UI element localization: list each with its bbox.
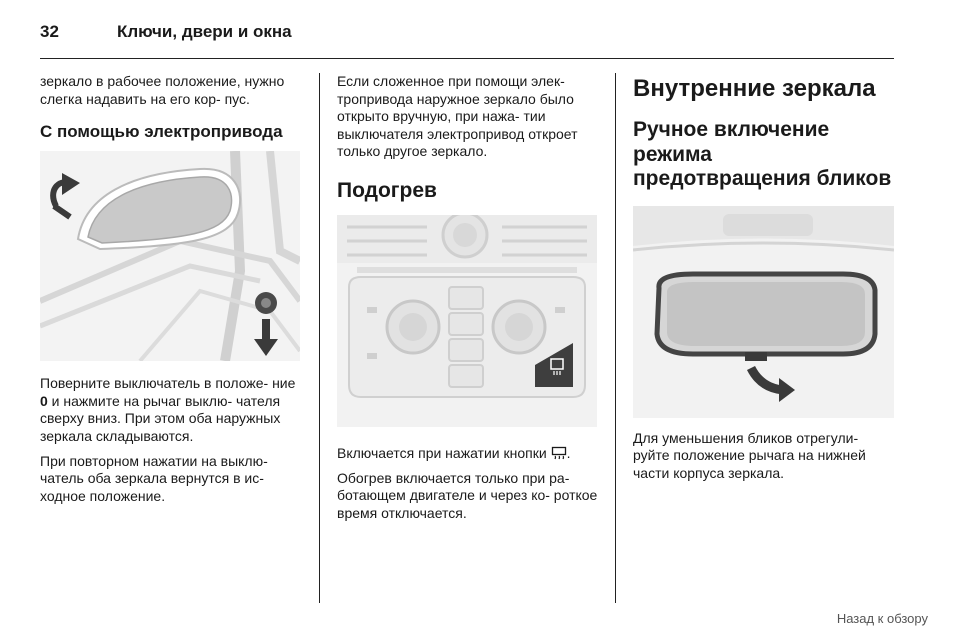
page-header: 32 Ключи, двери и окна (40, 18, 894, 59)
column-3: Внутренние зеркала Ручное включение режи… (633, 73, 895, 489)
rear-view-mirror-illustration (633, 205, 894, 418)
rear-window-heater-icon (551, 446, 566, 460)
chapter-title: Ключи, двери и окна (117, 22, 292, 41)
manual-open-note: Если сложенное при помощи элек- троприво… (337, 73, 578, 160)
heating-activation: Включается при нажатии кнопки . (337, 444, 571, 461)
instruction-para-1: Поверните выключатель в положе- ние 0 и … (40, 375, 296, 444)
antiglare-instruction: Для уменьшения бликов отрегули- руйте по… (633, 429, 866, 481)
back-to-overview-link[interactable]: Назад к обзору (836, 611, 928, 626)
climate-panel-illustration (337, 214, 597, 427)
section-heading-electric: С помощью электропривода (40, 122, 283, 142)
page-number: 32 (40, 22, 59, 41)
column-divider (319, 73, 320, 603)
column-1: зеркало в рабочее положение, нужно слегк… (40, 73, 302, 512)
section-heading-heating: Подогрев (337, 178, 437, 202)
instruction-para-2: При повторном нажатии на выклю- чатель о… (40, 452, 268, 504)
mirror-fold-illustration (40, 151, 300, 362)
section-title-interior-mirrors: Внутренние зеркала (633, 75, 876, 102)
column-2: Если сложенное при помощи элек- троприво… (337, 73, 599, 529)
column-divider (615, 73, 616, 603)
heating-note: Обогрев включается только при ра- ботающ… (337, 469, 598, 521)
intro-text: зеркало в рабочее положение, нужно слегк… (40, 73, 285, 107)
section-subtitle-antiglare: Ручное включение режима предотвращения б… (633, 118, 892, 190)
